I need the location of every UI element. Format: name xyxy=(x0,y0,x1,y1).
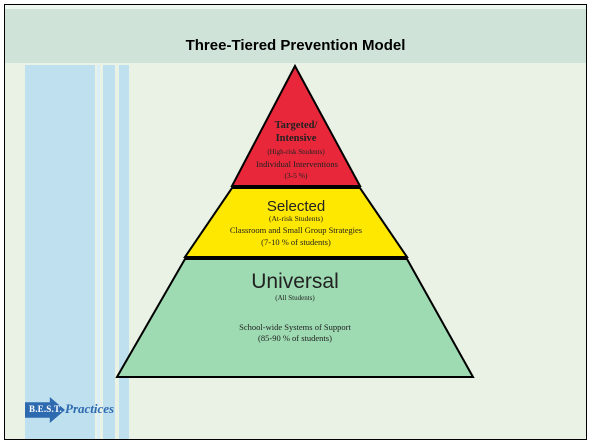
logo-practices-text: Practices xyxy=(65,401,115,416)
tier-bottom-audience: (All Students) xyxy=(275,294,315,302)
decorative-stripe xyxy=(25,65,95,439)
prevention-pyramid: Targeted/ Intensive (High-risk Students)… xyxy=(115,63,475,378)
tier-top-shape xyxy=(230,63,362,187)
tier-middle-name: Selected xyxy=(267,198,325,215)
decorative-stripe xyxy=(103,65,115,439)
tier-bottom-strategy: School-wide Systems of Support xyxy=(239,322,351,332)
slide: Three-Tiered Prevention Model Targeted/ … xyxy=(4,4,587,440)
tier-top-name-line1: Targeted/ xyxy=(275,120,319,131)
tier-middle-shape xyxy=(183,187,409,258)
tier-middle-strategy: Classroom and Small Group Strategies xyxy=(230,225,362,235)
decorative-stripe xyxy=(119,65,129,439)
tier-bottom-shape xyxy=(115,258,475,378)
tier-middle-audience: (At-risk Students) xyxy=(269,214,323,223)
tier-top-percent: (3-5 %) xyxy=(284,171,308,180)
tier-top-audience: (High-risk Students) xyxy=(267,148,325,156)
title-band xyxy=(5,5,586,63)
tier-top-strategy: Individual Interventions xyxy=(256,159,338,169)
decorative-stripe xyxy=(97,65,100,439)
tier-bottom-name: Universal xyxy=(251,270,339,293)
tier-top-name-line2: Intensive xyxy=(276,133,317,144)
logo-best-text: B.E.S.T. xyxy=(29,404,62,414)
title-top-line xyxy=(5,5,586,9)
tier-middle-percent: (7-10 % of students) xyxy=(261,237,331,247)
tier-bottom-percent: (85-90 % of students) xyxy=(258,333,332,343)
slide-title: Three-Tiered Prevention Model xyxy=(185,37,406,54)
